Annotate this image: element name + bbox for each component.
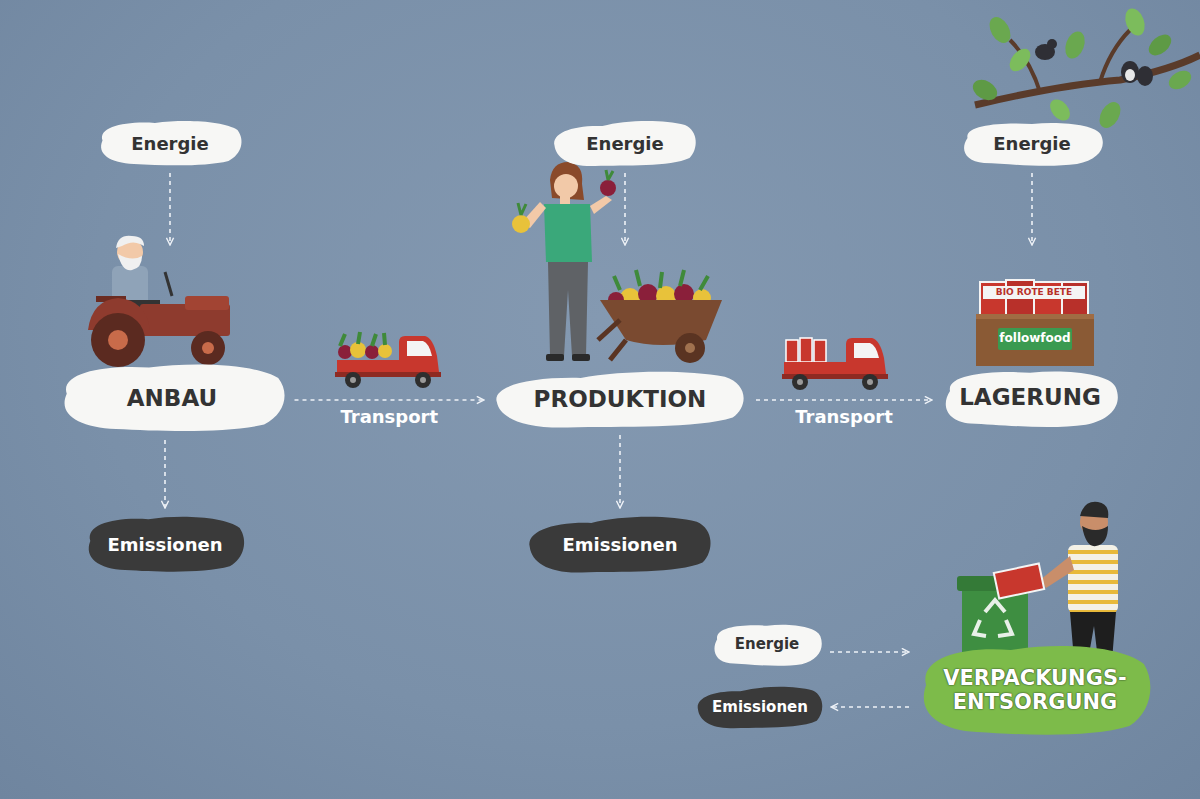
node-label: Energie bbox=[586, 133, 663, 154]
flow-arrow bbox=[295, 399, 485, 401]
blob-outline bbox=[714, 625, 821, 666]
node-label: VERPACKUNGS- ENTSORGUNG bbox=[933, 666, 1138, 714]
blob-outline bbox=[496, 372, 743, 428]
flow-arrow bbox=[756, 399, 932, 401]
node-label: Emissionen bbox=[562, 534, 677, 555]
energy-blob: Energie bbox=[550, 118, 700, 168]
node-label: Energie bbox=[131, 133, 208, 154]
blob-outline bbox=[698, 687, 823, 728]
node-label: Energie bbox=[735, 635, 800, 653]
stage-blob: ANBAU bbox=[55, 250, 290, 435]
blob-outline bbox=[101, 121, 241, 165]
branch bbox=[969, 6, 1200, 132]
blob-outline bbox=[89, 517, 244, 572]
truck-vegetables bbox=[335, 332, 441, 388]
flow-arrow bbox=[830, 651, 909, 653]
woman-farmer bbox=[512, 162, 616, 361]
node-label: Emissionen bbox=[107, 534, 222, 555]
energy-blob: Energie bbox=[95, 118, 245, 168]
node-label: Energie bbox=[993, 133, 1070, 154]
blob-outline bbox=[64, 365, 284, 431]
emission-blob: Emissionen bbox=[524, 513, 716, 575]
blob-outline bbox=[554, 121, 696, 166]
node-label: Emissionen bbox=[712, 698, 808, 716]
flow-arrow bbox=[164, 440, 166, 508]
blob-outline bbox=[529, 517, 710, 573]
edge-label: Transport bbox=[340, 406, 438, 427]
crate bbox=[976, 280, 1094, 366]
node-label: LAGERUNG bbox=[959, 384, 1101, 410]
tractor-farmer bbox=[88, 236, 230, 367]
energy-blob: Energie bbox=[957, 118, 1107, 168]
flow-arrow bbox=[831, 706, 909, 708]
disposal-blob: VERPACKUNGS- ENTSORGUNG bbox=[914, 640, 1156, 740]
man-disposing bbox=[994, 502, 1118, 660]
stage-blob: PRODUKTION bbox=[489, 250, 751, 430]
blob-outline bbox=[924, 646, 1151, 735]
energy-blob: Energie bbox=[709, 620, 825, 668]
wheelbarrow bbox=[598, 270, 722, 363]
blob-outline bbox=[946, 372, 1118, 428]
package-label: BIO ROTE BETE bbox=[983, 287, 1085, 297]
emission-blob: Emissionen bbox=[82, 513, 248, 575]
node-label: ANBAU bbox=[127, 385, 217, 411]
emission-blob: Emissionen bbox=[694, 684, 826, 730]
brand-label: followfood bbox=[998, 331, 1072, 345]
flow-arrow bbox=[169, 173, 171, 245]
blob-outline bbox=[964, 123, 1103, 166]
flow-arrow bbox=[619, 435, 621, 508]
edge-label: Transport bbox=[795, 406, 893, 427]
flow-arrow bbox=[624, 173, 626, 245]
node-label: PRODUKTION bbox=[534, 386, 707, 412]
flow-arrow bbox=[1031, 173, 1033, 245]
truck-packages bbox=[782, 338, 888, 390]
